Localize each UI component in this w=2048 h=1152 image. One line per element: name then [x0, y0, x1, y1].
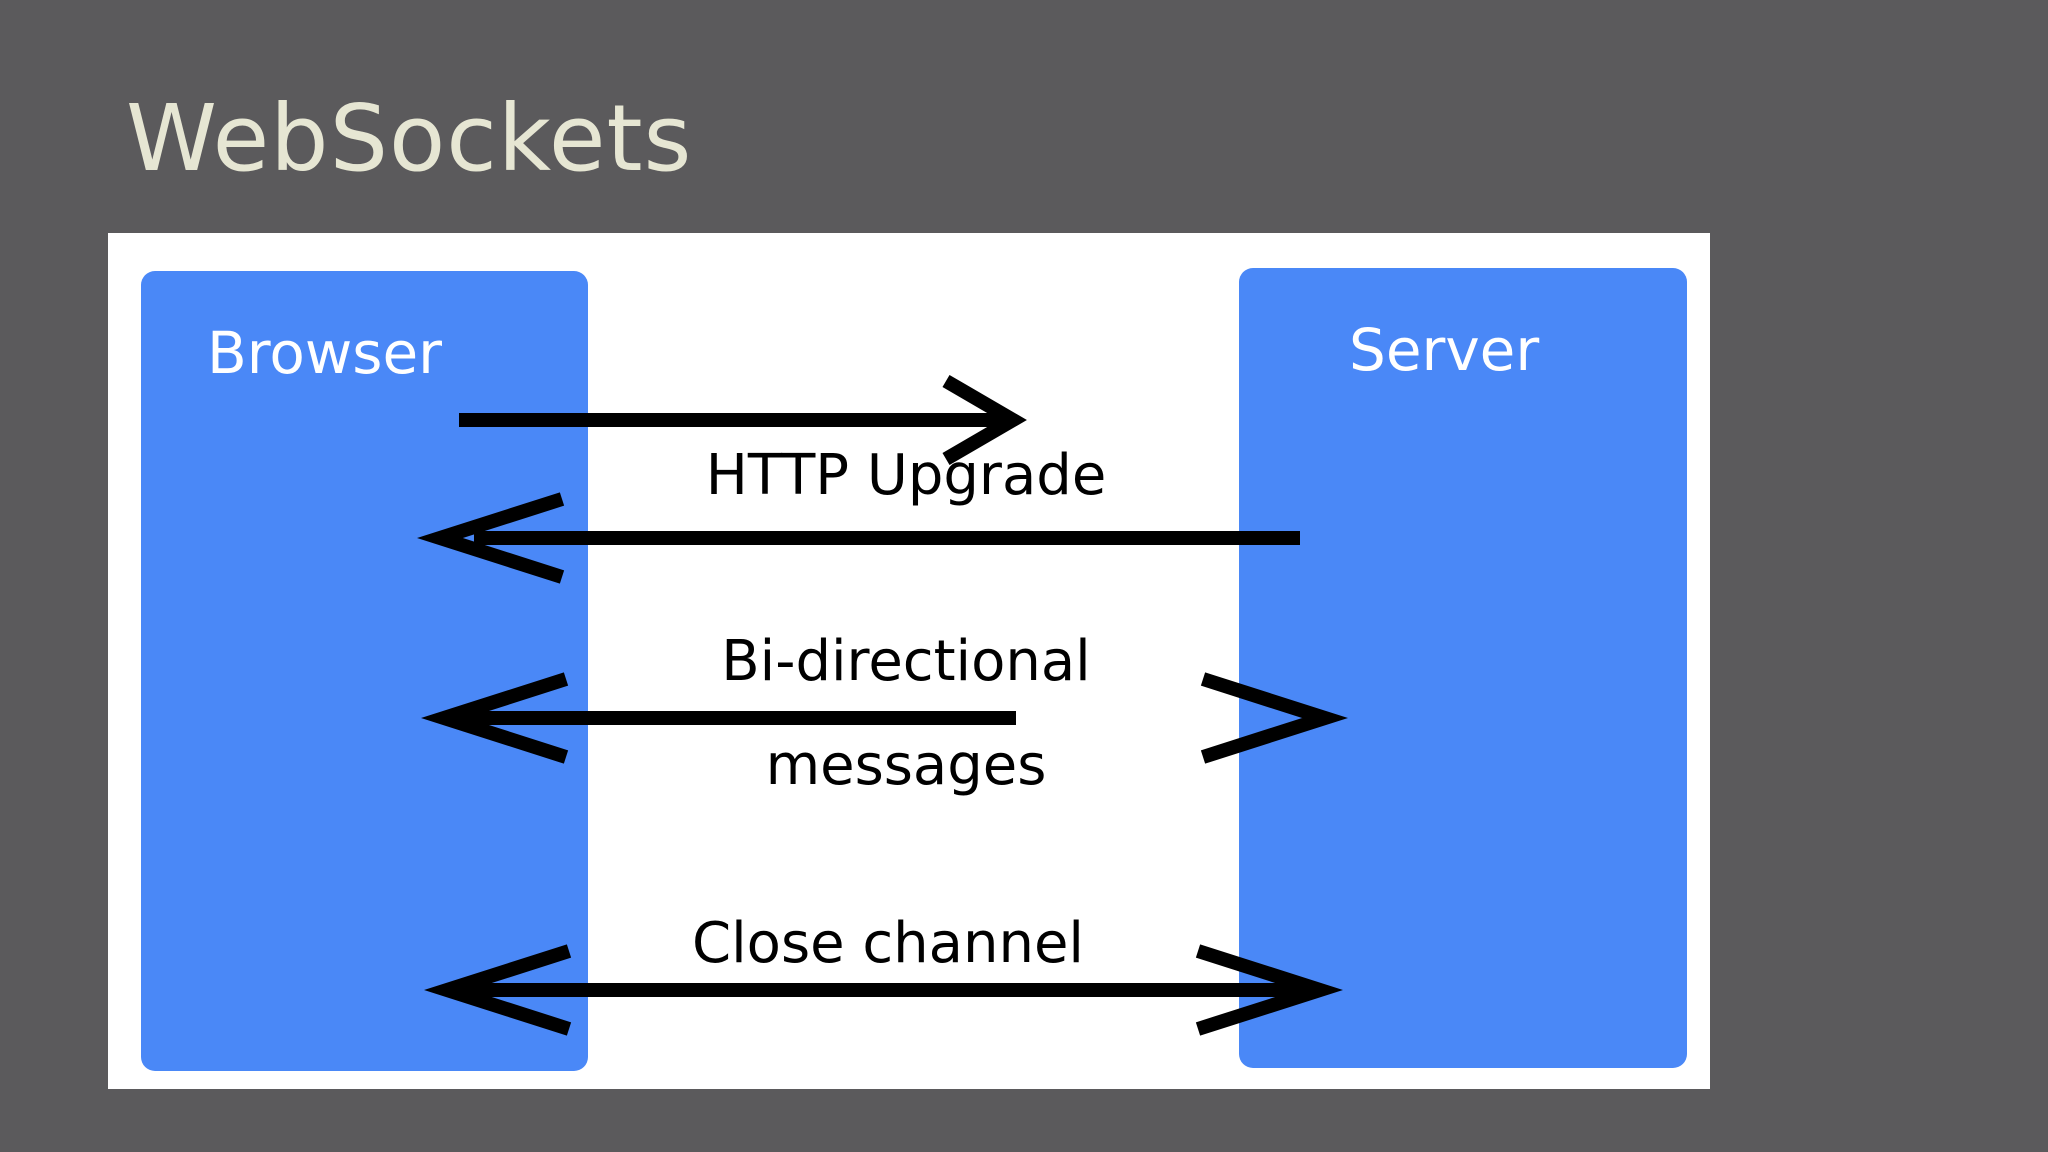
bidirectional-label-line2: messages [765, 733, 1047, 798]
close-left-arrowhead [424, 944, 572, 1036]
server-lane: Server [1239, 268, 1687, 1068]
sequence-diagram: Browser Server HTTP Upgrade Bi-direction… [108, 233, 1710, 1089]
bidirectional-label-line1: Bi-directional [721, 629, 1091, 694]
browser-label: Browser [207, 319, 443, 387]
upgrade-request-arrowhead [942, 374, 1027, 466]
http-upgrade-label: HTTP Upgrade [705, 443, 1107, 508]
close-channel-label: Close channel [692, 911, 1084, 976]
bidirectional-right-arrowhead [1200, 672, 1348, 764]
browser-lane: Browser [141, 271, 588, 1071]
slide-title: WebSockets [126, 85, 693, 192]
close-right-arrowhead [1195, 944, 1343, 1036]
arrows-layer [417, 374, 1348, 1036]
bidirectional-left-arrowhead [421, 672, 569, 764]
upgrade-response-arrowhead [417, 492, 565, 584]
server-label: Server [1349, 316, 1540, 384]
